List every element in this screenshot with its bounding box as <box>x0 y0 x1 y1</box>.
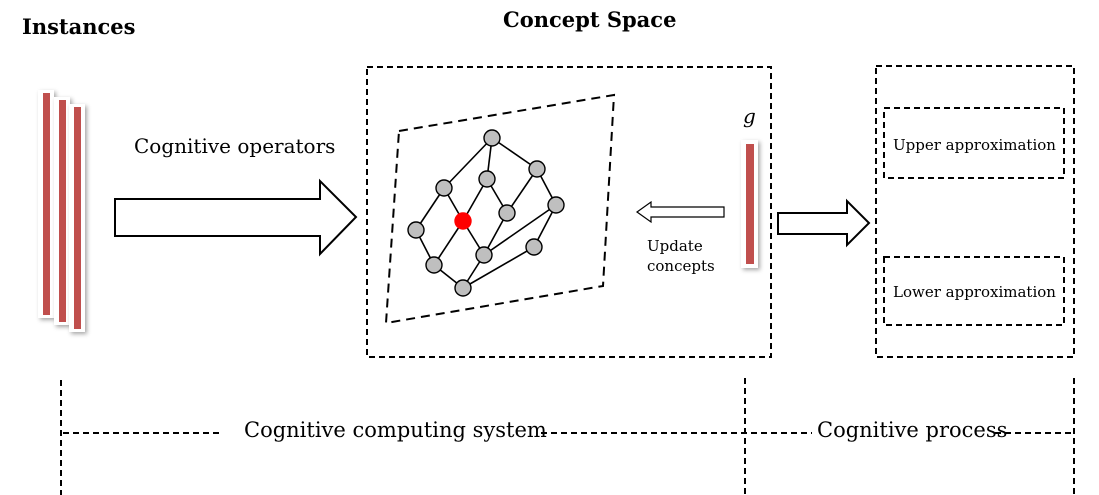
lattice-node <box>425 256 443 274</box>
cognitive-operators-label: Cognitive operators <box>134 134 336 158</box>
lower-approximation-label: Lower approximation <box>893 283 1056 301</box>
concept-space-title: Concept Space <box>503 7 677 32</box>
lattice-node <box>525 238 543 256</box>
lattice-nodes <box>407 129 565 297</box>
instance-bar-1 <box>38 90 54 318</box>
concept-plane <box>384 93 616 325</box>
instances-label: Instances <box>22 14 136 39</box>
approximation-arrow <box>777 198 871 248</box>
lower-approximation-box <box>883 256 1065 326</box>
lattice-node <box>407 221 425 239</box>
g-bar <box>741 140 758 268</box>
cognitive-process-label: Cognitive process <box>817 418 1008 442</box>
lattice-node <box>483 129 501 147</box>
approximation-box <box>875 65 1075 358</box>
instance-bar-3 <box>69 104 85 332</box>
bottom-brackets <box>60 378 1075 495</box>
upper-approximation-label: Upper approximation <box>893 136 1056 154</box>
lattice-node <box>498 204 516 222</box>
lattice-node <box>475 246 493 264</box>
instance-bars <box>38 90 85 332</box>
instance-bar-2 <box>54 97 70 325</box>
upper-approximation-box <box>883 107 1065 179</box>
cognitive-computing-system-label: Cognitive computing system <box>244 418 547 442</box>
lattice-node <box>454 279 472 297</box>
update-concepts-label-line1: Update <box>647 237 703 255</box>
update-concepts-arrow <box>635 200 725 224</box>
update-concepts-label-line2: concepts <box>647 257 715 275</box>
cognitive-operators-arrow <box>114 178 358 257</box>
lattice-node <box>547 196 565 214</box>
lattice-node <box>435 179 453 197</box>
highlighted-lattice-node <box>454 212 472 230</box>
g-label: g <box>743 104 756 128</box>
lattice-node <box>528 160 546 178</box>
lattice-node <box>478 170 496 188</box>
concept-space-box <box>366 66 772 358</box>
